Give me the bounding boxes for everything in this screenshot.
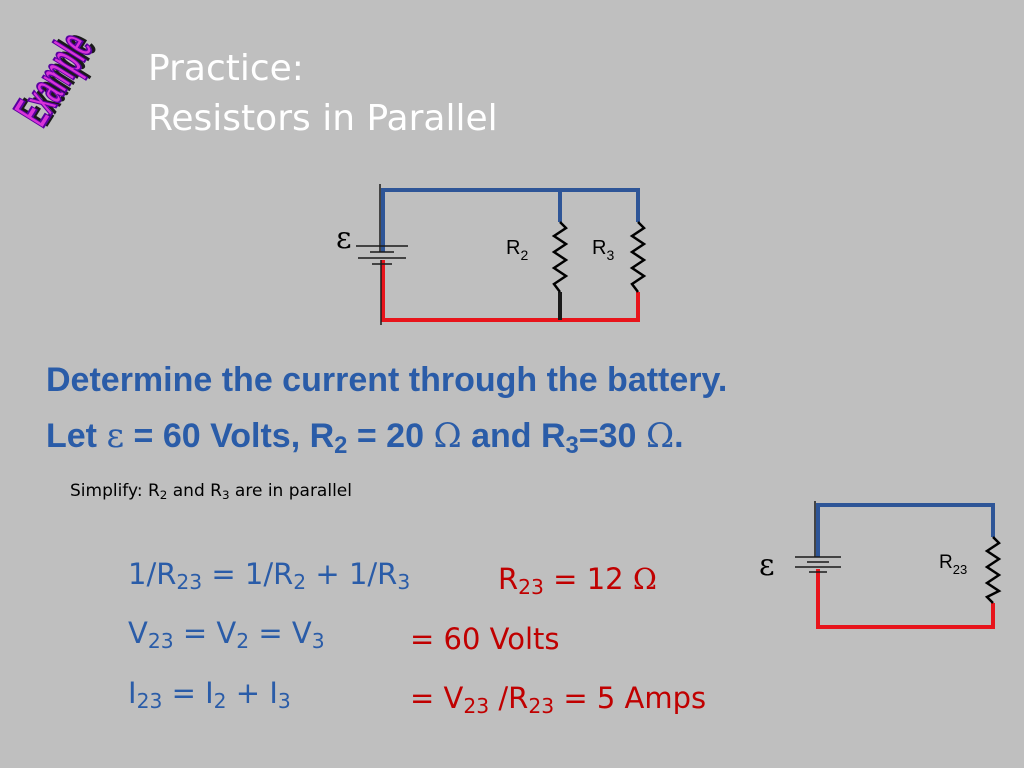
problem-statement: Determine the current through the batter… [46, 352, 727, 474]
problem-line-1: Determine the current through the batter… [46, 361, 728, 399]
top-wire [816, 503, 995, 557]
battery-icon [356, 245, 408, 265]
equation-resistance: 1/R23 = 1/R2 + 1/R3 [128, 557, 411, 595]
emf-symbol: ε [759, 548, 775, 583]
omega-symbol: Ω [632, 562, 657, 596]
r23-label: R23 [939, 552, 967, 577]
r3-label: R3 [592, 237, 614, 263]
resistor-r23 [984, 536, 1002, 604]
omega-symbol: Ω [433, 416, 462, 456]
parallel-circuit-diagram: ε R2 R3 [336, 184, 647, 325]
equation-voltage: V23 = V2 = V3 [128, 616, 325, 654]
example-badge: Example Example [6, 22, 108, 130]
title-line-1: Practice: [148, 48, 304, 89]
result-voltage: = 60 Volts [410, 622, 560, 656]
simplified-circuit-diagram: ε R23 [759, 501, 1002, 629]
title-line-2: Resistors in Parallel [148, 98, 498, 139]
bottom-wire [381, 260, 640, 322]
r2-label: R2 [506, 237, 528, 263]
epsilon-symbol: ε [106, 416, 125, 456]
resistor-r2 [551, 221, 569, 293]
result-resistance: R23 = 12 Ω [498, 562, 657, 600]
simplify-note: Simplify: R2 and R3 are in parallel [70, 481, 352, 502]
result-current: = V23 /R23 = 5 Amps [410, 681, 707, 719]
resistor-r3 [629, 221, 647, 293]
battery-icon [795, 556, 841, 573]
problem-line-2: Let ε = 60 Volts, R2 = 20 Ω and R3=30 Ω. [46, 416, 684, 459]
bottom-wire [816, 569, 995, 629]
emf-symbol: ε [336, 221, 352, 256]
slide-title: Practice: Resistors in Parallel [148, 44, 498, 144]
equation-current: I23 = I2 + I3 [128, 676, 291, 714]
top-wire [381, 188, 640, 252]
